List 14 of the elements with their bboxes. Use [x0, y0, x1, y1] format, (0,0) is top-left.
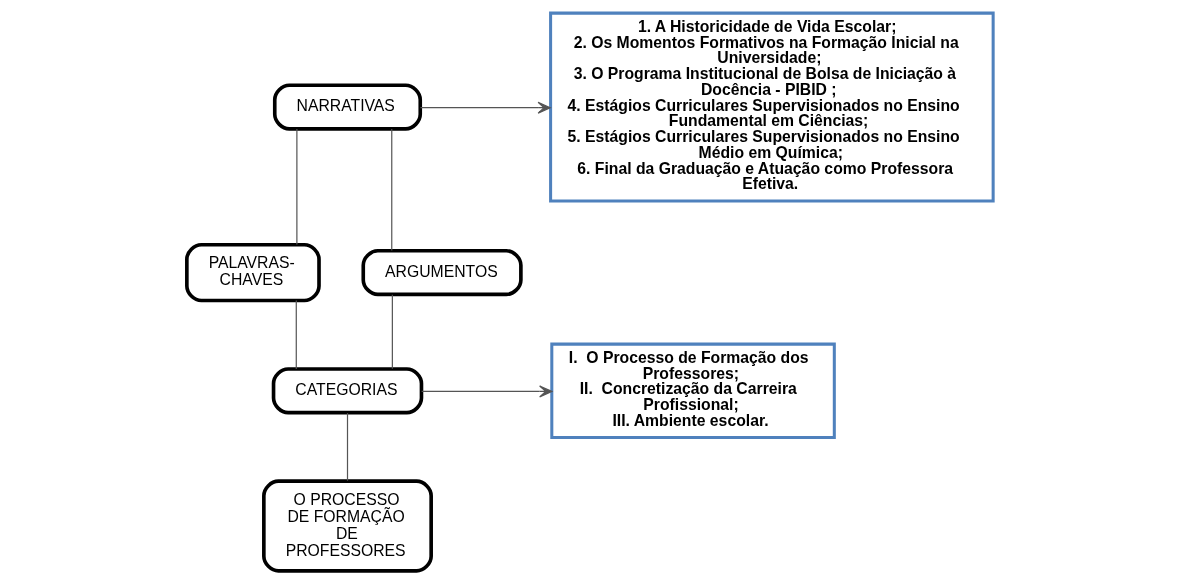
node-box: ARGUMENTOS	[360, 248, 523, 297]
node-box: NARRATIVAS	[272, 83, 422, 131]
connector	[295, 128, 297, 246]
node-box: CATEGORIAS	[271, 367, 423, 415]
node-box: I. O Processo de Formação dos Professores; II. Concretização da Carreira Profissional; III. Ambiente escolar.	[549, 342, 836, 439]
arrow	[419, 101, 551, 114]
arrow	[420, 385, 552, 398]
node-box: O PROCESSO DE FORMAÇÃO DE PROFESSORES	[261, 479, 433, 573]
node-box: 1. A Historicidade de Vida Escolar; 2. Os Momentos Formativos na Formação Inicial na Universidade; 3. O Programa Institucional de Bolsa de Iniciação à Docência - PIBID ; 4. Estágios Curriculares Supervisionados no Ensino Fundamental em Ciências; 5. Estágios Curriculares Supervisionados no Ensino Médio em Química; 6. Final da Graduação e Atuação como Professora Efetiva.	[548, 11, 995, 203]
node-box: PALAVRAS-CHAVES	[184, 242, 321, 303]
connector	[391, 294, 393, 370]
connector	[390, 128, 392, 252]
connector	[295, 300, 297, 370]
connector	[346, 412, 348, 482]
